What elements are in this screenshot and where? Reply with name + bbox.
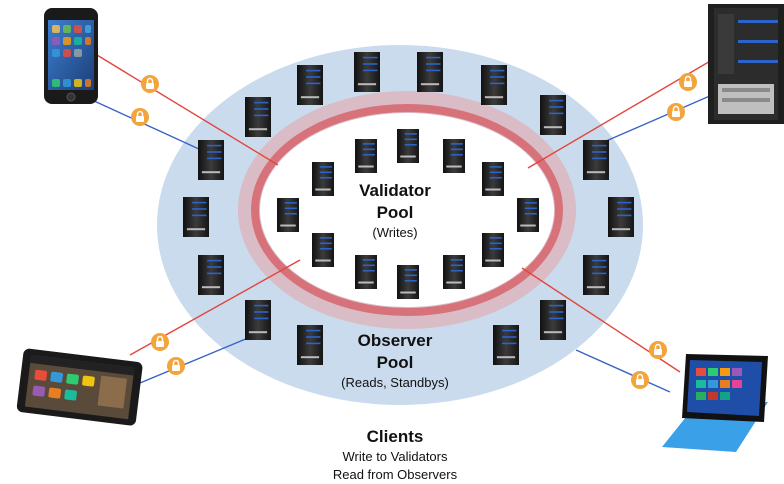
write-link-phone — [91, 51, 279, 166]
observer-pool-subtitle: (Reads, Standbys) — [341, 375, 449, 390]
padlock-icon — [679, 73, 697, 91]
padlock-icon — [667, 103, 685, 121]
padlock-icon — [631, 371, 649, 389]
observer-pool-title-line1: Observer — [357, 331, 433, 350]
read-link-surface — [575, 349, 671, 393]
server-tower-icon — [397, 129, 419, 163]
server-tower-icon — [608, 197, 634, 237]
clients-label: Clients Write to Validators Read from Ob… — [300, 426, 490, 484]
server-tower-icon — [517, 198, 539, 232]
validator-pool-title-line1: Validator — [359, 181, 431, 200]
server-tower-icon — [397, 265, 419, 299]
smartphone-icon — [44, 8, 98, 104]
server-tower-icon — [355, 139, 377, 173]
clients-line2: Read from Observers — [332, 467, 458, 482]
validator-pool-label: Validator Pool (Writes) — [330, 180, 460, 242]
server-tower-icon — [355, 255, 377, 289]
validator-pool-title-line2: Pool — [376, 203, 414, 222]
server-tower-icon — [245, 97, 271, 137]
read-link-tablet — [139, 337, 249, 384]
server-tower-icon — [297, 325, 323, 365]
padlock-icon — [649, 341, 667, 359]
server-tower-icon — [540, 95, 566, 135]
server-tower-icon — [245, 300, 271, 340]
tower-server-icon — [708, 4, 784, 124]
server-tower-icon — [198, 255, 224, 295]
tablet-icon — [16, 348, 143, 426]
server-tower-icon — [354, 52, 380, 92]
read-link-phone — [91, 99, 213, 156]
server-tower-icon — [493, 325, 519, 365]
validator-pool-ring — [238, 91, 576, 329]
server-tower-icon — [183, 197, 209, 237]
server-tower-icon — [198, 140, 224, 180]
server-tower-icon — [540, 300, 566, 340]
server-tower-icon — [277, 198, 299, 232]
server-group — [183, 52, 634, 365]
observer-pool-title-line2: Pool — [376, 353, 414, 372]
server-tower-icon — [417, 52, 443, 92]
padlock-icon — [141, 75, 159, 93]
server-tower-icon — [312, 233, 334, 267]
server-tower-icon — [443, 255, 465, 289]
server-tower-icon — [482, 162, 504, 196]
server-tower-icon — [481, 65, 507, 105]
server-tower-icon — [583, 140, 609, 180]
padlock-icon — [167, 357, 185, 375]
surface-tablet-icon — [662, 354, 768, 452]
padlock-icon — [131, 108, 149, 126]
clients-title: Clients — [366, 427, 424, 446]
observer-pool-label: Observer Pool (Reads, Standbys) — [320, 330, 470, 392]
padlocks — [131, 73, 697, 389]
validator-pool-subtitle: (Writes) — [372, 225, 418, 240]
server-tower-icon — [443, 139, 465, 173]
clients-line1: Write to Validators — [342, 449, 448, 464]
server-tower-icon — [482, 233, 504, 267]
server-tower-icon — [312, 162, 334, 196]
padlock-icon — [151, 333, 169, 351]
server-tower-icon — [297, 65, 323, 105]
server-tower-icon — [583, 255, 609, 295]
read-link-server — [589, 94, 713, 149]
